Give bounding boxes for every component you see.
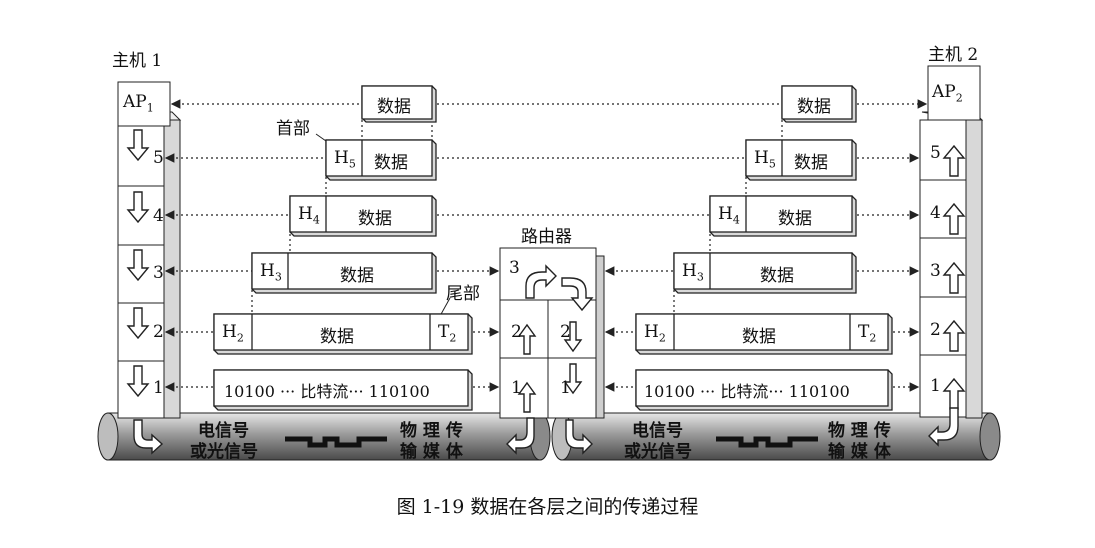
down-arrow-icon <box>563 363 583 395</box>
h2-label-right: H2 <box>644 322 666 345</box>
physical-medium-right <box>551 412 1001 461</box>
signal-waveform-icon <box>716 436 818 448</box>
bitstream-label-right: 10100 ··· 比特流··· 110100 <box>644 382 850 401</box>
physical-medium-left <box>97 412 551 461</box>
l5-data-label: 数据 <box>374 153 408 173</box>
l3-data-label: 数据 <box>340 266 374 286</box>
medium-label-left-2: 输 媒 体 <box>400 442 463 462</box>
h5-label-right: H5 <box>754 148 776 171</box>
down-arrow-icon <box>563 321 583 353</box>
pdu-boxes-right <box>635 85 893 411</box>
router-right-layer-2: 2 <box>560 322 571 342</box>
curved-arrow-icon <box>506 417 535 455</box>
router-stack <box>499 247 605 455</box>
h3-label: H3 <box>260 261 282 284</box>
router-layer-3: 3 <box>509 258 520 278</box>
host1-layer-3: 3 <box>153 263 164 283</box>
bitstream-label: 10100 ··· 比特流··· 110100 <box>224 382 430 401</box>
signal-label-left-1: 电信号 <box>198 421 249 441</box>
trailer-annotation: 尾部 <box>446 284 480 304</box>
l2-data-label: 数据 <box>320 327 354 347</box>
host2-ap-label: AP2 <box>932 82 963 105</box>
figure-caption: 图 1-19 数据在各层之间的传递过程 <box>396 496 699 518</box>
host1-ap-label: AP1 <box>123 92 154 115</box>
h3-label-right: H3 <box>682 261 704 284</box>
peer-lines <box>164 99 928 392</box>
t2-label: T2 <box>438 322 457 345</box>
host2-layer-1: 1 <box>930 376 941 396</box>
l3-data-label-right: 数据 <box>760 266 794 286</box>
host1-layer-1: 1 <box>153 378 164 398</box>
host2-layer-2: 2 <box>930 320 941 340</box>
signal-waveform-icon <box>285 436 387 448</box>
router-right-layer-1: 1 <box>560 378 571 398</box>
host2-layer-4: 4 <box>930 203 941 223</box>
host2-label: 主机 2 <box>928 45 979 65</box>
medium-label-right-1: 物 理 传 <box>828 421 891 441</box>
curved-arrow-icon <box>561 277 594 312</box>
router-left-layer-1: 1 <box>511 378 522 398</box>
up-arrow-icon <box>517 381 537 413</box>
l5-data-label-right: 数据 <box>794 153 828 173</box>
curved-arrow-icon <box>525 264 557 299</box>
host1-layer-4: 4 <box>153 206 164 226</box>
h4-label-right: H4 <box>718 204 740 227</box>
down-arrow-icon <box>126 129 164 455</box>
host1-label: 主机 1 <box>112 51 163 71</box>
app-data-label-right: 数据 <box>797 97 831 117</box>
signal-label-right-1: 电信号 <box>632 421 683 441</box>
h2-label: H2 <box>222 322 244 345</box>
host1-layer-2: 2 <box>153 322 164 342</box>
host2-stack <box>919 65 984 447</box>
h5-label: H5 <box>334 148 356 171</box>
up-arrow-icon <box>928 144 966 447</box>
header-annotation: 首部 <box>276 119 310 139</box>
host1-stack <box>117 81 182 455</box>
router-label: 路由器 <box>521 227 572 247</box>
host1-layer-5: 5 <box>153 148 164 168</box>
l2-data-label-right: 数据 <box>742 327 776 347</box>
router-left-layer-2: 2 <box>511 322 522 342</box>
up-arrow-icon <box>517 323 537 355</box>
medium-label-left-1: 物 理 传 <box>400 421 463 441</box>
l4-data-label-right: 数据 <box>778 209 812 229</box>
host2-layer-5: 5 <box>930 143 941 163</box>
curved-arrow-icon <box>565 419 593 455</box>
medium-label-right-2: 输 媒 体 <box>828 442 891 462</box>
host2-layer-3: 3 <box>930 261 941 281</box>
pdu-boxes-left <box>213 85 473 411</box>
signal-label-right-2: 或光信号 <box>624 442 692 462</box>
l4-data-label: 数据 <box>358 209 392 229</box>
t2-label-right: T2 <box>858 322 877 345</box>
app-data-label: 数据 <box>377 97 411 117</box>
h4-label: H4 <box>298 204 320 227</box>
signal-label-left-2: 或光信号 <box>190 442 258 462</box>
